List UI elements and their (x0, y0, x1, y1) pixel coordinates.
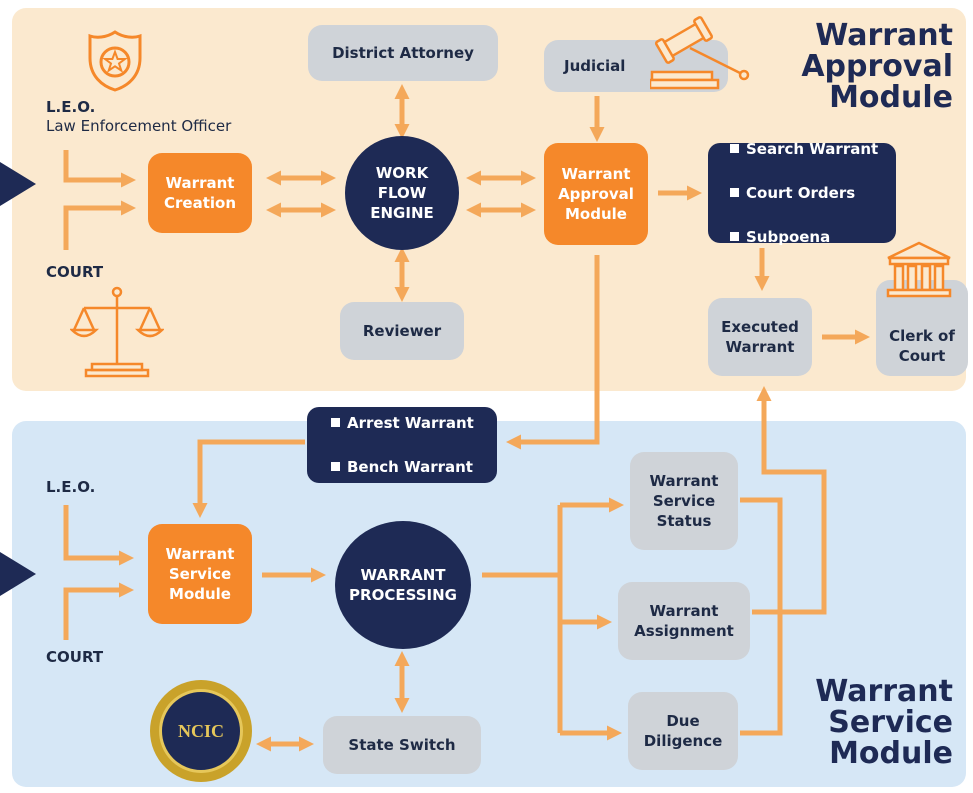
warrant-assignment-box[interactable]: Warrant Assignment (618, 582, 750, 660)
arrest-warrant-list-box[interactable]: Arrest Warrant Bench Warrant (307, 407, 497, 483)
ncic-seal-icon: NCIC (150, 680, 252, 782)
state-switch-box[interactable]: State Switch (323, 716, 481, 774)
leo-to-service-arrow (63, 505, 134, 566)
due-diligence-box[interactable]: Due Diligence (628, 692, 738, 770)
approval-to-arrest-arrow (506, 255, 600, 450)
arrest-item-arrest-warrant: Arrest Warrant (331, 411, 474, 435)
arrest-to-service-arrow (192, 439, 305, 518)
warrant-processing-circle[interactable]: WARRANT PROCESSING (335, 521, 471, 649)
bottom-entry-pointer-icon (0, 552, 36, 596)
court-to-service-arrow (63, 582, 134, 640)
assignment-to-executed-arrow (752, 386, 827, 615)
warrant-approval-module-box[interactable]: Warrant Approval Module (544, 143, 648, 245)
document-item-subpoena: Subpoena (730, 225, 878, 249)
approval-module-title: Warrant Approval Module (801, 18, 953, 115)
scales-of-justice-icon (70, 286, 164, 378)
courthouse-icon (886, 241, 952, 298)
executed-warrant-box[interactable]: Executed Warrant (708, 298, 812, 376)
service-module-title: Warrant Service Module (815, 674, 953, 771)
police-badge-icon (88, 30, 142, 92)
leo-to-creation-arrow (63, 150, 136, 188)
document-item-search-warrant: Search Warrant (730, 137, 878, 161)
ncic-seal-text: NCIC (177, 720, 224, 741)
court-label-bottom: COURT (46, 648, 104, 666)
court-to-creation-arrow (63, 200, 136, 250)
warrant-service-status-box[interactable]: Warrant Service Status (630, 452, 738, 550)
workflow-engine-circle[interactable]: WORK FLOW ENGINE (345, 136, 459, 250)
top-entry-pointer-icon (0, 162, 36, 206)
leo-full-label: Law Enforcement Officer (46, 117, 232, 135)
court-label-top: COURT (46, 263, 104, 281)
arrest-item-bench-warrant: Bench Warrant (331, 455, 474, 479)
documents-list-box[interactable]: Search Warrant Court Orders Subpoena (708, 140, 896, 246)
gavel-icon (650, 16, 750, 90)
district-attorney-box[interactable]: District Attorney (308, 25, 498, 81)
warrant-service-module-box[interactable]: Warrant Service Module (148, 524, 252, 624)
document-item-court-orders: Court Orders (730, 181, 878, 205)
judicial-box[interactable]: Judicial (544, 40, 728, 92)
status-return-line (740, 497, 783, 736)
warrant-creation-box[interactable]: Warrant Creation (148, 153, 252, 233)
leo-abbr-label: L.E.O. (46, 98, 96, 116)
reviewer-box[interactable]: Reviewer (340, 302, 464, 360)
leo-abbr-label-bottom: L.E.O. (46, 478, 96, 496)
